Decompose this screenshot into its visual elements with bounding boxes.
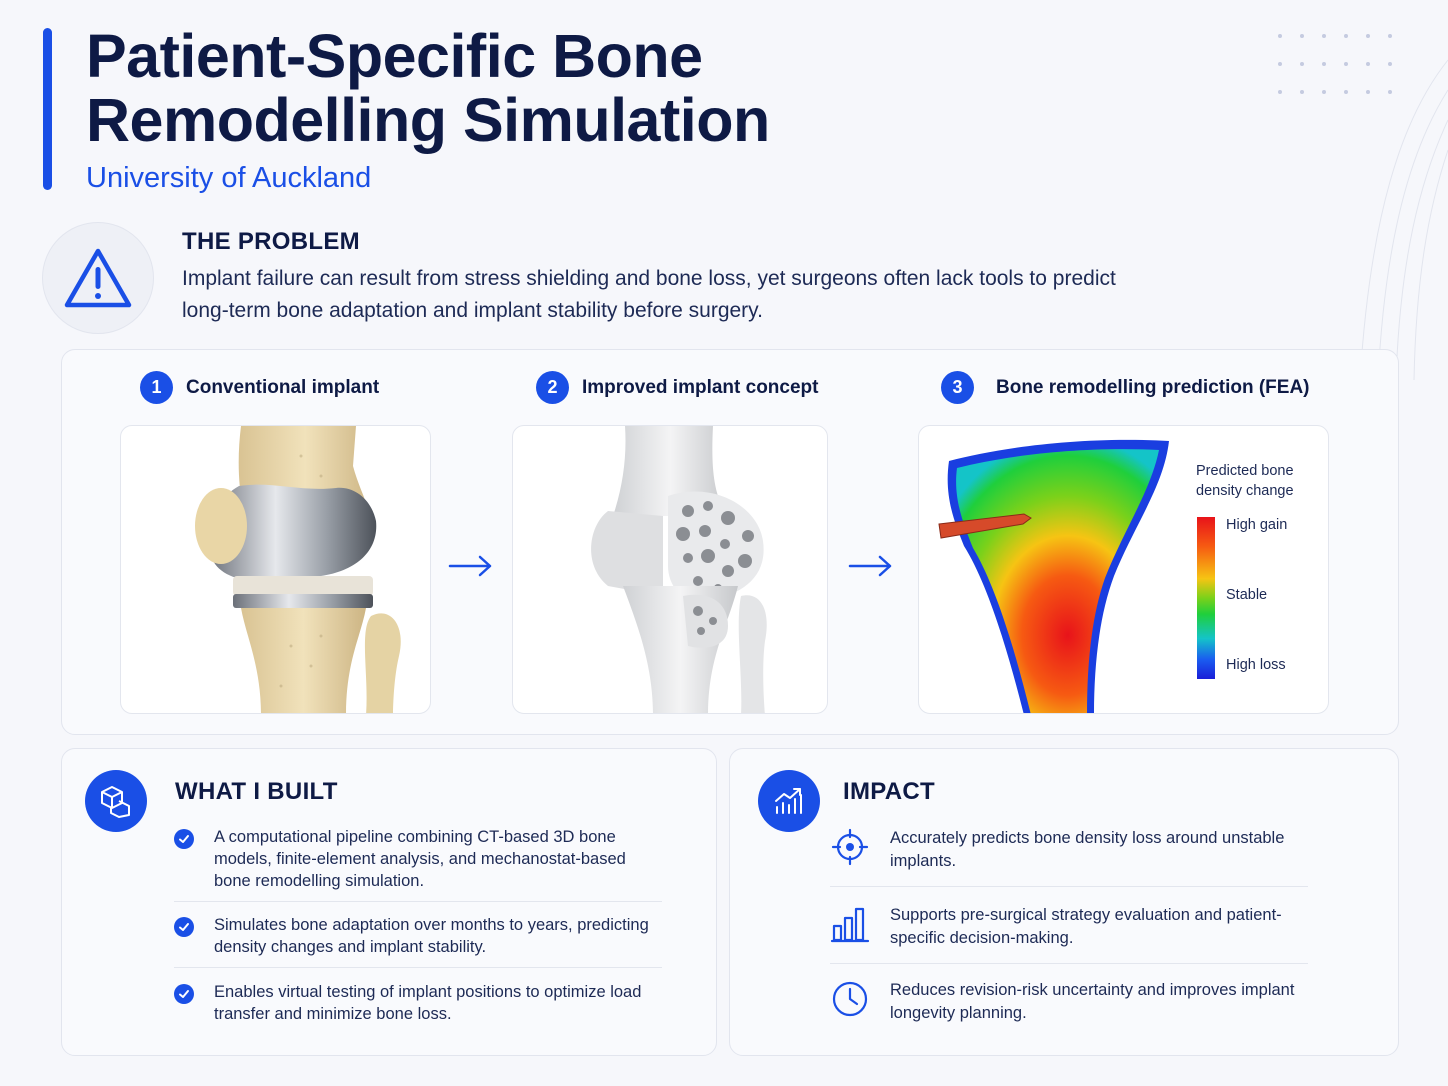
impact-panel <box>729 748 1399 1056</box>
growth-chart-icon-circle <box>758 770 820 832</box>
divider <box>174 967 662 968</box>
arrow-right-icon <box>448 555 492 577</box>
legend-title: Predicted bone density change <box>1196 463 1294 499</box>
legend-color-scale <box>1197 517 1215 679</box>
impact-heading: IMPACT <box>843 778 936 805</box>
step-number: 2 <box>536 371 569 404</box>
page-subtitle: University of Auckland <box>86 162 372 194</box>
step-1: 1 Conventional implant <box>140 371 379 404</box>
check-icon <box>174 984 194 1004</box>
step-label: Bone remodelling prediction (FEA) <box>996 376 1310 398</box>
step-label: Conventional implant <box>186 376 380 398</box>
divider <box>174 901 662 902</box>
problem-heading: THE PROBLEM <box>182 228 360 255</box>
list-item-text: Enables virtual testing of implant posit… <box>214 983 642 1023</box>
divider <box>830 886 1308 887</box>
legend-low-label: High loss <box>1226 657 1286 673</box>
list-item: Enables virtual testing of implant posit… <box>174 981 664 1025</box>
conventional-implant-image <box>120 425 431 714</box>
cube-icon-circle <box>85 770 147 832</box>
what-i-built-panel <box>61 748 717 1056</box>
list-item-text: A computational pipeline combining CT-ba… <box>214 828 626 890</box>
list-item-text: Simulates bone adaptation over months to… <box>214 916 649 956</box>
step-3: 3 Bone remodelling prediction (FEA) <box>941 371 1310 404</box>
clock-icon <box>830 979 870 1019</box>
cube-icon <box>101 786 130 818</box>
list-item-text: Supports pre-surgical strategy evaluatio… <box>890 906 1282 947</box>
warning-icon <box>64 248 132 308</box>
page-title: Patient-Specific Bone Remodelling Simula… <box>86 22 770 154</box>
list-item: Simulates bone adaptation over months to… <box>174 914 664 958</box>
arrow-right-icon <box>848 555 892 577</box>
fea-prediction-image <box>918 425 1329 714</box>
list-item: A computational pipeline combining CT-ba… <box>174 826 664 892</box>
legend-mid-label: Stable <box>1226 587 1268 603</box>
built-heading: WHAT I BUILT <box>175 778 338 805</box>
check-icon <box>174 829 194 849</box>
legend-high-label: High gain <box>1226 517 1288 533</box>
step-label: Improved implant concept <box>582 376 819 398</box>
list-item: Reduces revision-risk uncertainty and im… <box>830 979 1310 1025</box>
divider <box>830 963 1308 964</box>
list-item: Supports pre-surgical strategy evaluatio… <box>830 904 1310 950</box>
improved-implant-image <box>512 425 828 714</box>
bar-chart-icon <box>830 904 870 944</box>
decorative-dots <box>1278 34 1392 94</box>
problem-icon-circle <box>42 222 154 334</box>
accent-bar <box>43 28 52 190</box>
decorative-lines <box>1359 59 1448 380</box>
check-icon <box>174 917 194 937</box>
problem-text: Implant failure can result from stress s… <box>182 267 1116 322</box>
step-2: 2 Improved implant concept <box>536 371 818 404</box>
growth-chart-icon <box>775 788 802 814</box>
step-number: 1 <box>140 371 173 404</box>
list-item-text: Accurately predicts bone density loss ar… <box>890 829 1285 870</box>
target-icon <box>830 827 870 867</box>
list-item: Accurately predicts bone density loss ar… <box>830 827 1310 873</box>
list-item-text: Reduces revision-risk uncertainty and im… <box>890 981 1295 1022</box>
step-number: 3 <box>941 371 974 404</box>
